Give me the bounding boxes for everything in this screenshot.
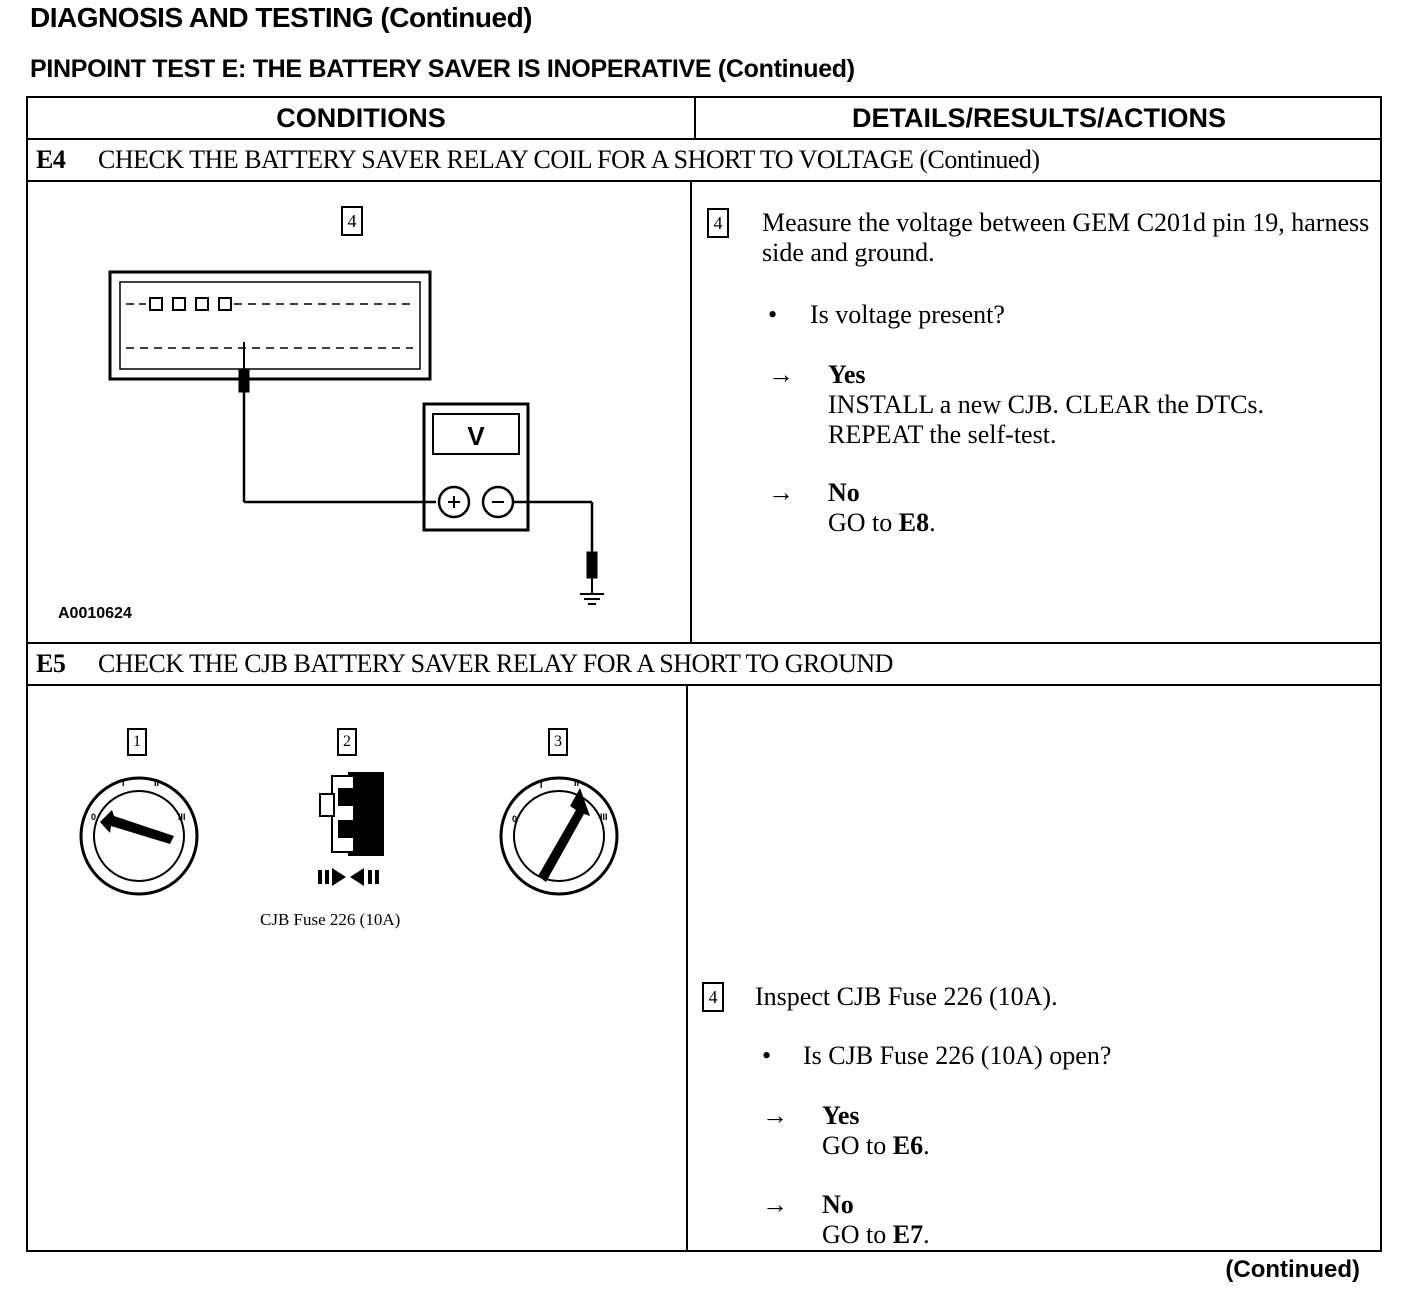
- page-title: DIAGNOSIS AND TESTING (Continued): [30, 2, 533, 33]
- step-e4-heading: E4 CHECK THE BATTERY SAVER RELAY COIL FOR…: [36, 140, 1380, 180]
- arrow-icon: →: [762, 1101, 788, 1130]
- e5-action-text: Inspect CJB Fuse 226 (10A).: [755, 982, 1058, 1011]
- svg-text:II: II: [154, 778, 159, 788]
- e4-action-text: Measure the voltage between GEM C201d pi…: [762, 208, 1370, 267]
- svg-text:I: I: [540, 780, 543, 790]
- e5-no-result: No GO to E7.: [822, 1190, 930, 1249]
- probe-icon: [238, 369, 250, 393]
- continued-footer: (Continued): [1225, 1256, 1360, 1283]
- arrow-icon: →: [762, 1190, 788, 1219]
- arrow-icon: →: [768, 478, 794, 507]
- voltmeter-test-diagram: V: [108, 270, 604, 605]
- row-divider: [28, 138, 1380, 140]
- figure-step-number: 4: [341, 206, 363, 236]
- svg-text:II: II: [574, 778, 579, 788]
- no-label: No: [822, 1190, 854, 1219]
- bullet-icon: •: [762, 1041, 772, 1070]
- details-column-header: DETAILS/RESULTS/ACTIONS: [851, 103, 1226, 133]
- fuse-label: CJB Fuse 226 (10A): [260, 910, 401, 929]
- figure-step-number: 2: [337, 728, 357, 756]
- ignition-and-fuse-diagram: 0 I II III 0 I II III: [79, 772, 619, 896]
- meter-display-label: V: [467, 421, 485, 451]
- svg-text:III: III: [178, 812, 186, 822]
- step-e4-title: CHECK THE BATTERY SAVER RELAY COIL FOR A…: [98, 145, 1040, 174]
- yes-label: Yes: [828, 360, 866, 389]
- svg-text:0: 0: [91, 812, 96, 822]
- gem-connector-icon: [108, 270, 432, 381]
- fuse-removal-icon: [318, 772, 384, 886]
- step-e5-title: CHECK THE CJB BATTERY SAVER RELAY FOR A …: [98, 649, 893, 678]
- row-divider: [28, 180, 1380, 182]
- e5-yes-result: Yes GO to E6.: [822, 1101, 930, 1160]
- bullet-icon: •: [768, 300, 778, 329]
- svg-text:I: I: [122, 778, 125, 788]
- positive-terminal-icon: [437, 485, 471, 519]
- e4-yes-text: INSTALL a new CJB. CLEAR the DTCs. REPEA…: [828, 390, 1265, 449]
- column-divider: [690, 180, 692, 642]
- e4-no-result: No GO to E8.: [828, 478, 936, 537]
- e5-question: Is CJB Fuse 226 (10A) open?: [803, 1041, 1112, 1070]
- conditions-column-header: CONDITIONS: [276, 103, 446, 133]
- yes-label: Yes: [822, 1101, 860, 1130]
- action-step-number: 4: [707, 208, 729, 238]
- e4-question: Is voltage present?: [810, 300, 1005, 329]
- step-e5-heading: E5 CHECK THE CJB BATTERY SAVER RELAY FOR …: [36, 644, 1380, 684]
- svg-text:III: III: [600, 812, 608, 822]
- step-link-e6[interactable]: E6: [892, 1131, 924, 1160]
- figure-step-number: 1: [127, 728, 147, 756]
- ignition-switch-off-icon: 0 I II III: [79, 776, 199, 896]
- e4-yes-result: Yes INSTALL a new CJB. CLEAR the DTCs. R…: [828, 360, 1348, 450]
- svg-text:0: 0: [512, 814, 517, 824]
- row-divider: [28, 642, 1380, 644]
- figure-id: A0010624: [58, 605, 132, 622]
- step-e4-id: E4: [36, 145, 66, 174]
- no-label: No: [828, 478, 860, 507]
- arrow-icon: →: [768, 360, 794, 389]
- step-link-e7[interactable]: E7: [892, 1220, 924, 1249]
- step-link-e8[interactable]: E8: [898, 508, 930, 537]
- action-step-number: 4: [702, 982, 724, 1012]
- pinpoint-test-title: PINPOINT TEST E: THE BATTERY SAVER IS IN…: [30, 55, 855, 83]
- header-divider: [694, 98, 696, 138]
- column-divider: [686, 684, 688, 1250]
- step-e5-id: E5: [36, 649, 66, 678]
- figure-step-number: 3: [548, 728, 568, 756]
- voltmeter-icon: [422, 402, 530, 532]
- ignition-switch-run-icon: 0 I II III: [499, 776, 619, 896]
- row-divider: [28, 684, 1380, 686]
